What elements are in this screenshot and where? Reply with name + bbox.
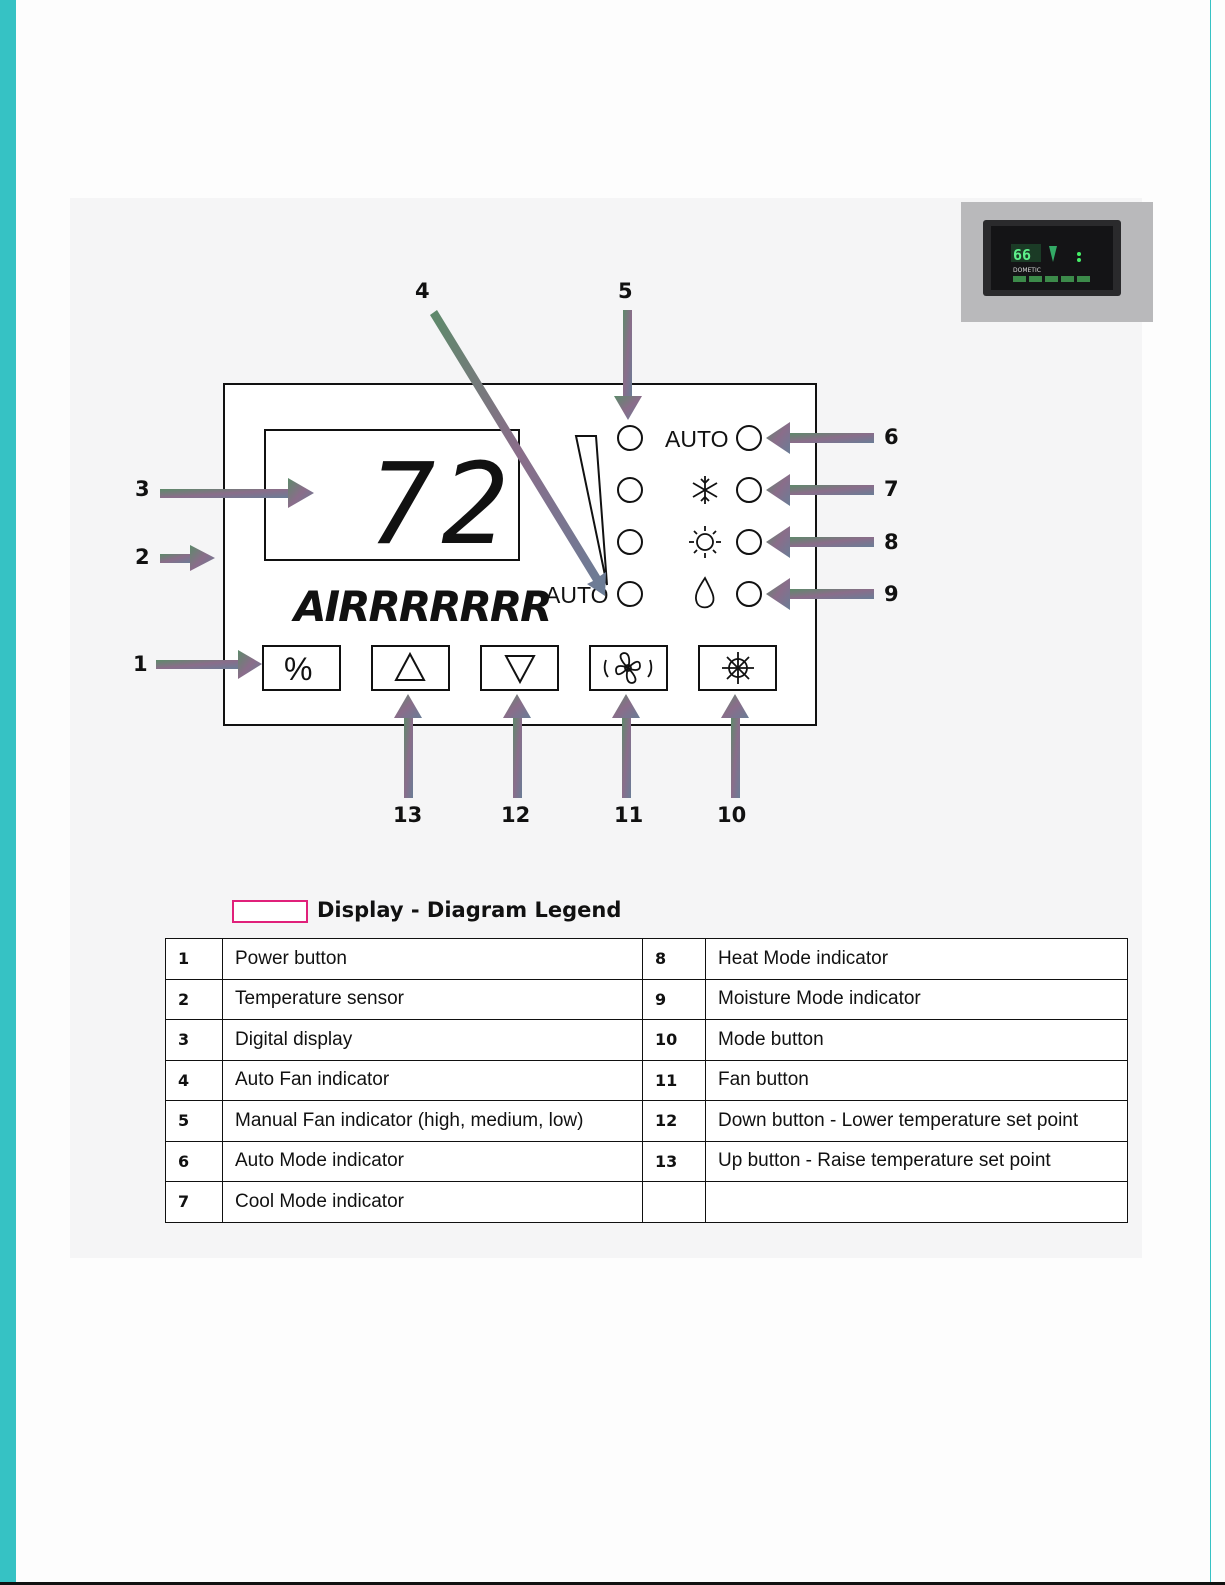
- table-row: 5 Manual Fan indicator (high, medium, lo…: [165, 1100, 1128, 1142]
- legend-number: 13: [642, 1140, 706, 1182]
- callout-10: 10: [717, 803, 746, 827]
- legend-description: Heat Mode indicator: [705, 938, 1128, 980]
- callout-2: 2: [135, 545, 150, 569]
- legend-description: Mode button: [705, 1019, 1128, 1061]
- legend-description: Cool Mode indicator: [222, 1181, 643, 1223]
- legend-number: 5: [165, 1100, 223, 1142]
- legend-description: Manual Fan indicator (high, medium, low): [222, 1100, 643, 1142]
- fan-auto-indicator: [617, 581, 643, 607]
- table-row: 1 Power button 8 Heat Mode indicator: [165, 938, 1128, 980]
- percent-icon: %: [284, 651, 312, 687]
- legend-table: 1 Power button 8 Heat Mode indicator 2 T…: [165, 938, 1128, 1223]
- callout-1: 1: [133, 652, 148, 676]
- callout-arrows: [156, 310, 874, 798]
- legend-description: Temperature sensor: [222, 978, 643, 1020]
- fan-medium-indicator: [617, 477, 643, 503]
- legend-description: Fan button: [705, 1059, 1128, 1101]
- legend-description: Auto Mode indicator: [222, 1140, 643, 1182]
- legend-description: Down button - Lower temperature set poin…: [705, 1100, 1128, 1142]
- legend-number: 8: [642, 938, 706, 980]
- legend-title: Display - Diagram Legend: [317, 898, 622, 922]
- callout-8: 8: [884, 530, 899, 554]
- left-accent-bar: [0, 0, 16, 1585]
- legend-number: 2: [165, 978, 223, 1020]
- table-row: 7 Cool Mode indicator: [165, 1181, 1128, 1223]
- power-button[interactable]: %: [262, 645, 341, 691]
- legend-description: Auto Fan indicator: [222, 1059, 643, 1101]
- legend-description: Moisture Mode indicator: [705, 978, 1128, 1020]
- legend-number: 12: [642, 1100, 706, 1142]
- up-triangle-icon: [394, 651, 426, 681]
- legend-number: 6: [165, 1140, 223, 1182]
- callout-12: 12: [501, 803, 530, 827]
- down-button[interactable]: [480, 645, 559, 691]
- legend-description: Up button - Raise temperature set point: [705, 1140, 1128, 1182]
- bottom-rule: [0, 1582, 1225, 1585]
- mode-snowflake-sun-icon: [722, 652, 754, 684]
- legend-number: 3: [165, 1019, 223, 1061]
- temperature-readout: 72: [368, 440, 515, 570]
- mode-button[interactable]: [698, 645, 777, 691]
- callout-5: 5: [618, 279, 633, 303]
- callout-9: 9: [884, 582, 899, 606]
- callout-13: 13: [393, 803, 422, 827]
- legend-number: 11: [642, 1059, 706, 1101]
- legend-number: 4: [165, 1059, 223, 1101]
- brand-logo: AIRRRRRRR: [291, 582, 551, 631]
- mode-auto-indicator: [736, 425, 762, 451]
- snowflake-icon: [692, 476, 718, 504]
- mode-cool-indicator: [736, 477, 762, 503]
- callout-3: 3: [135, 477, 150, 501]
- fan-speed-wedge: [574, 435, 608, 586]
- mode-heat-indicator: [736, 529, 762, 555]
- up-button[interactable]: [371, 645, 450, 691]
- legend-color-key: [232, 900, 308, 923]
- right-accent-line: [1210, 0, 1211, 1585]
- fan-button[interactable]: [589, 645, 668, 691]
- legend-number: 10: [642, 1019, 706, 1061]
- svg-text:66: 66: [1013, 246, 1031, 264]
- mode-auto-label: AUTO: [665, 426, 728, 452]
- table-row: 4 Auto Fan indicator 11 Fan button: [165, 1059, 1128, 1101]
- thermostat-diagram: 72 AIRRRRRRR AUTO AUTO %: [133, 279, 899, 827]
- table-row: 6 Auto Mode indicator 13 Up button - Rai…: [165, 1140, 1128, 1182]
- drop-icon: [694, 576, 715, 609]
- mode-moisture-indicator: [736, 581, 762, 607]
- callout-11: 11: [614, 803, 643, 827]
- legend-description: Digital display: [222, 1019, 643, 1061]
- down-triangle-icon: [504, 655, 536, 685]
- table-row: 3 Digital display 10 Mode button: [165, 1019, 1128, 1061]
- thermostat-photo: 66 DOMETIC: [961, 202, 1153, 322]
- callout-4: 4: [415, 279, 430, 303]
- legend-description: [705, 1181, 1128, 1223]
- callout-7: 7: [884, 477, 899, 501]
- legend-number: 9: [642, 978, 706, 1020]
- table-row: 2 Temperature sensor 9 Moisture Mode ind…: [165, 978, 1128, 1020]
- sun-icon: [689, 526, 721, 558]
- callout-6: 6: [884, 425, 899, 449]
- svg-text:DOMETIC: DOMETIC: [1013, 267, 1041, 274]
- fan-low-indicator: [617, 529, 643, 555]
- legend-number: 1: [165, 938, 223, 980]
- legend-number: [642, 1181, 706, 1223]
- legend-description: Power button: [222, 938, 643, 980]
- fan-high-indicator: [617, 425, 643, 451]
- fan-icon: [603, 652, 653, 684]
- legend-number: 7: [165, 1181, 223, 1223]
